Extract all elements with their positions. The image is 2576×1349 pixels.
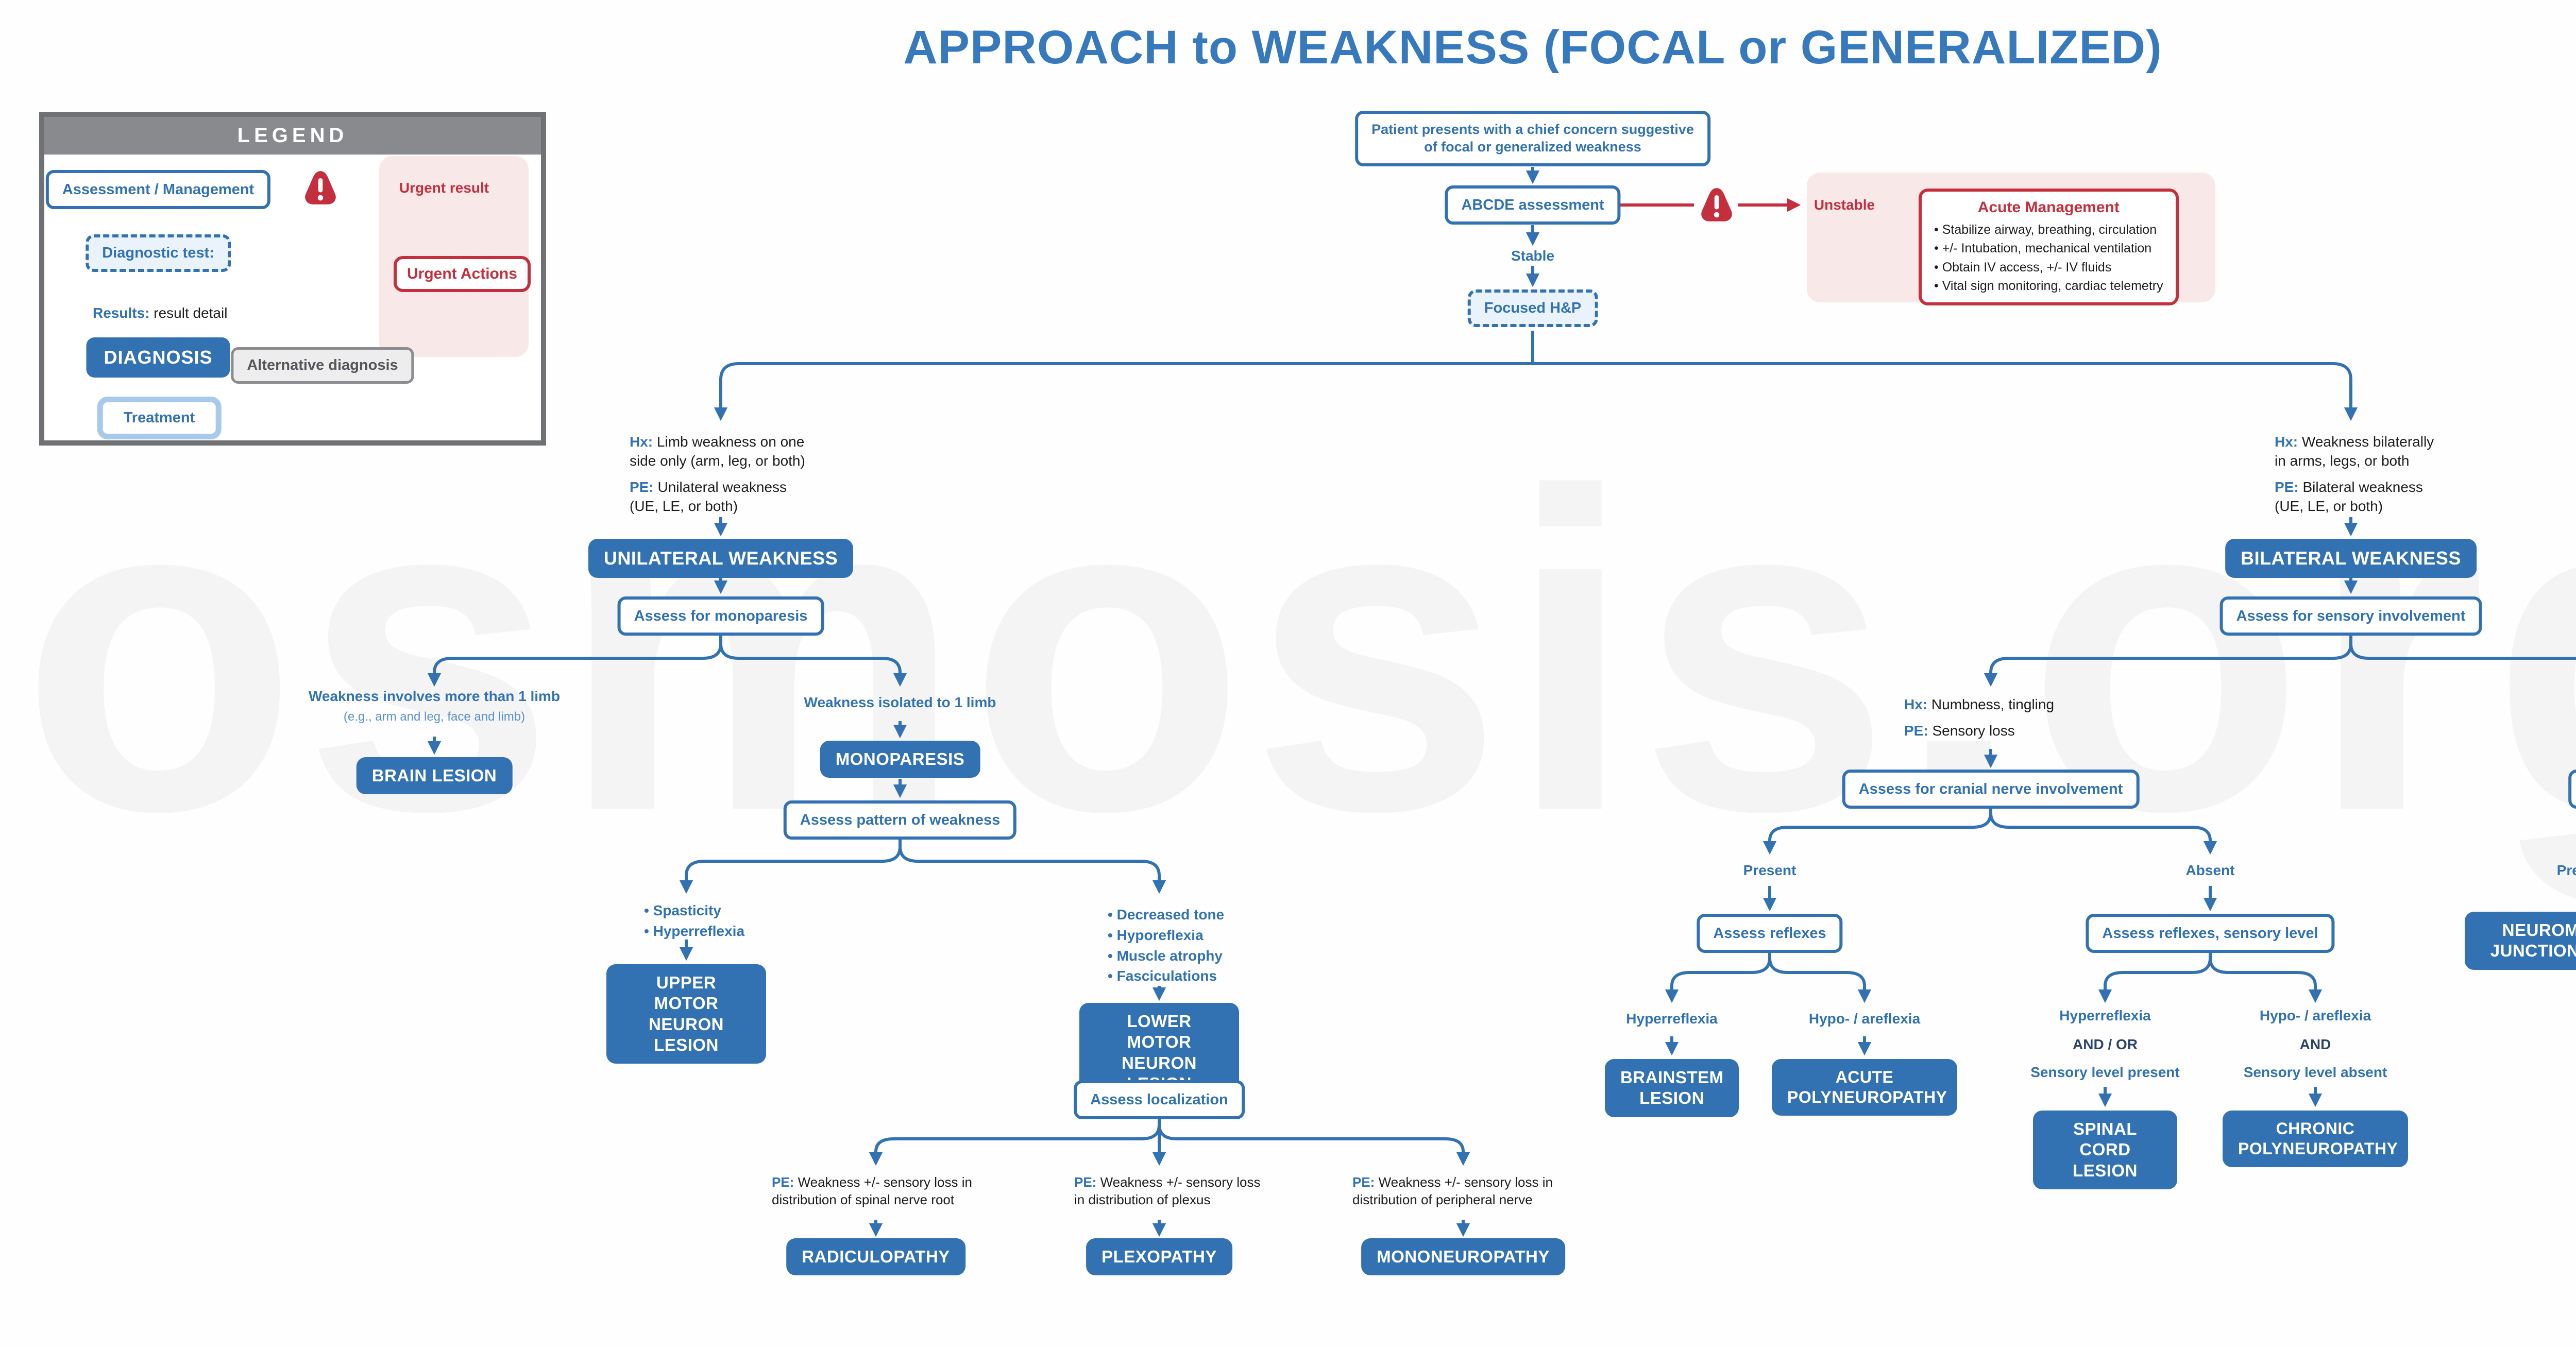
hypo-areflexia-label: Hypo- / areflexia bbox=[1808, 1011, 1921, 1027]
more-than-one-limb-label: Weakness involves more than 1 limb bbox=[308, 688, 561, 704]
assess-cranial-nerve-box: Assess for cranial nerve involvement bbox=[1842, 770, 2140, 809]
legend-header: LEGEND bbox=[44, 117, 541, 155]
hyperreflexia-label: Hyperreflexia bbox=[1626, 1011, 1718, 1027]
sensory-hxpe-text: Hx: Numbness, tingling PE: Sensory loss bbox=[1904, 696, 2055, 739]
assess-reflexes-box: Assess reflexes bbox=[1697, 914, 1843, 953]
mononeuropathy-box: MONONEUROPATHY bbox=[1361, 1238, 1565, 1276]
brainstem-lesion-box: BRAINSTEM LESION bbox=[1605, 1059, 1739, 1117]
unilateral-hxpe-text: Hx: Limb weakness on one side only (arm,… bbox=[630, 434, 805, 514]
legend-alternative-box: Alternative diagnosis bbox=[231, 347, 414, 384]
fluct-present-label: Present bbox=[2556, 862, 2576, 878]
legend-urgent-actions-label: Urgent Actions bbox=[407, 265, 517, 282]
patient-line2: of focal or generalized weakness bbox=[1424, 139, 1641, 155]
assess-fluctuating-symptoms-box: Assess for fluctuating symptoms bbox=[2568, 770, 2576, 809]
umn-findings-list: Spasticity Hyperreflexia bbox=[644, 900, 744, 942]
pe-peripheral-nerve-text: PE: Weakness +/- sensory loss in distrib… bbox=[1352, 1174, 1553, 1208]
unilateral-weakness-box: UNILATERAL WEAKNESS bbox=[588, 539, 854, 578]
legend-diagnosis-box: DIAGNOSIS bbox=[86, 337, 230, 378]
chronic-polyneuropathy-box: CHRONIC POLYNEUROPATHY bbox=[2223, 1111, 2408, 1168]
pe-plexus-text: PE: Weakness +/- sensory loss in distrib… bbox=[1074, 1174, 1261, 1208]
monoparesis-box: MONOPARESIS bbox=[820, 741, 980, 778]
pe-spinal-root-text: PE: Weakness +/- sensory loss in distrib… bbox=[772, 1174, 972, 1208]
lmn-findings-list: Decreased tone Hyporeflexia Muscle atrop… bbox=[1108, 904, 1225, 986]
plexopathy-box: PLEXOPATHY bbox=[1086, 1238, 1232, 1276]
cranial-absent-label: Absent bbox=[2185, 862, 2235, 878]
acute-bullet: +/- Intubation, mechanical ventilation bbox=[1934, 239, 2163, 258]
upper-motor-neuron-lesion-box: UPPER MOTOR NEURON LESION bbox=[606, 964, 766, 1064]
abcde-assessment-box: ABCDE assessment bbox=[1445, 185, 1621, 225]
legend-urgent-result-label: Urgent result bbox=[399, 180, 489, 196]
legend-urgent-actions-box: Urgent Actions bbox=[394, 256, 531, 292]
hyperreflexia-label: Hyperreflexia bbox=[2059, 1008, 2151, 1023]
and-or-label: AND / OR bbox=[2073, 1036, 2138, 1052]
legend-results-label: Results: bbox=[93, 305, 150, 321]
warning-icon bbox=[305, 171, 336, 204]
assess-monoparesis-box: Assess for monoparesis bbox=[617, 596, 824, 636]
page-title: APPROACH to WEAKNESS (FOCAL or GENERALIZ… bbox=[903, 21, 2162, 74]
spinal-cord-lesion-box: SPINAL CORD LESION bbox=[2033, 1111, 2177, 1189]
legend-assessment-box: Assessment / Management bbox=[45, 170, 271, 210]
acute-polyneuropathy-box: ACUTE POLYNEUROPATHY bbox=[1772, 1059, 1957, 1116]
assess-reflexes-sensory-box: Assess reflexes, sensory level bbox=[2086, 914, 2335, 953]
brain-lesion-box: BRAIN LESION bbox=[356, 757, 513, 795]
isolated-one-limb-label: Weakness isolated to 1 limb bbox=[804, 694, 996, 710]
assess-localization-box: Assess localization bbox=[1074, 1080, 1245, 1120]
bilateral-hxpe-text: Hx: Weakness bilaterally in arms, legs, … bbox=[2275, 434, 2434, 514]
acute-bullet: Vital sign monitoring, cardiac telemetry bbox=[1934, 277, 2163, 295]
acute-management-box: Acute Management Stabilize airway, breat… bbox=[1919, 189, 2179, 305]
legend-diagnostic-test-box: Diagnostic test: bbox=[86, 234, 231, 272]
warning-icon bbox=[1701, 188, 1732, 221]
neuromuscular-junction-disorder-box: NEUROMUSCULAR JUNCTION DISORDER bbox=[2465, 912, 2576, 970]
sensory-level-absent-label: Sensory level absent bbox=[2243, 1064, 2387, 1080]
radiculopathy-box: RADICULOPATHY bbox=[786, 1238, 965, 1276]
acute-management-title: Acute Management bbox=[1977, 199, 2120, 216]
patient-line1: Patient presents with a chief concern su… bbox=[1371, 122, 1694, 137]
stable-label: Stable bbox=[1511, 248, 1555, 264]
assess-pattern-box: Assess pattern of weakness bbox=[783, 800, 1017, 840]
legend-results-line: Results: result detail bbox=[93, 305, 227, 321]
cranial-present-label: Present bbox=[1743, 862, 1797, 878]
unstable-label: Unstable bbox=[1814, 197, 1875, 213]
more-than-one-limb-example: (e.g., arm and leg, face and limb) bbox=[343, 710, 526, 724]
patient-presentation-box: Patient presents with a chief concern su… bbox=[1355, 111, 1710, 166]
legend-treatment-box: Treatment bbox=[97, 397, 222, 439]
sensory-level-present-label: Sensory level present bbox=[2030, 1064, 2180, 1080]
assess-sensory-involvement-box: Assess for sensory involvement bbox=[2219, 596, 2482, 636]
bilateral-weakness-box: BILATERAL WEAKNESS bbox=[2225, 539, 2477, 578]
and-label: AND bbox=[2299, 1036, 2331, 1052]
acute-bullet: Stabilize airway, breathing, circulation bbox=[1934, 220, 2163, 239]
hypo-areflexia-label: Hypo- / areflexia bbox=[2259, 1008, 2371, 1023]
legend-results-detail: result detail bbox=[149, 305, 228, 321]
acute-bullet: Obtain IV access, +/- IV fluids bbox=[1934, 258, 2163, 277]
focused-hp-box: Focused H&P bbox=[1467, 289, 1598, 327]
